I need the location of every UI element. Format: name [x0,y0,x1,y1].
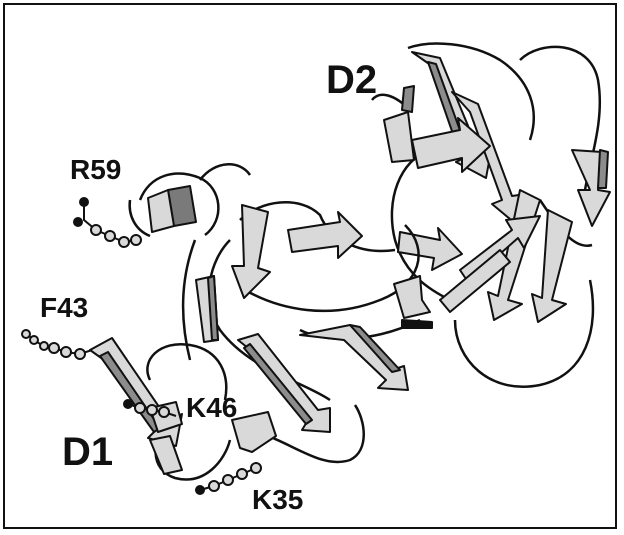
linker-strand-4 [394,276,430,318]
d2-strand-7-shadow [598,150,608,188]
linker-strand-4-edge [402,320,432,328]
d1-strand-5 [232,412,276,452]
linker-strand-3 [300,325,408,390]
residue-label-k46: K46 [186,394,237,422]
linker-strand-2 [288,212,362,258]
d2-strand-6 [532,210,572,322]
domain-label-d1: D1 [62,432,113,472]
linker-strand-1 [232,205,270,298]
residue-label-r59: R59 [70,156,121,184]
d2-strand-4 [384,112,414,162]
residue-label-f43: F43 [40,294,88,322]
d1-loop [200,164,250,180]
domain-label-d2: D2 [326,60,377,100]
d1-loop [183,240,195,360]
d2-loop [455,280,593,387]
d2-strand-4-shadow [402,86,414,112]
sidechain-f43 [22,330,92,359]
residue-label-k35: K35 [252,486,303,514]
sidechain-r59 [74,198,141,247]
d1-loop [130,200,150,236]
d2-strand-9 [398,228,462,270]
